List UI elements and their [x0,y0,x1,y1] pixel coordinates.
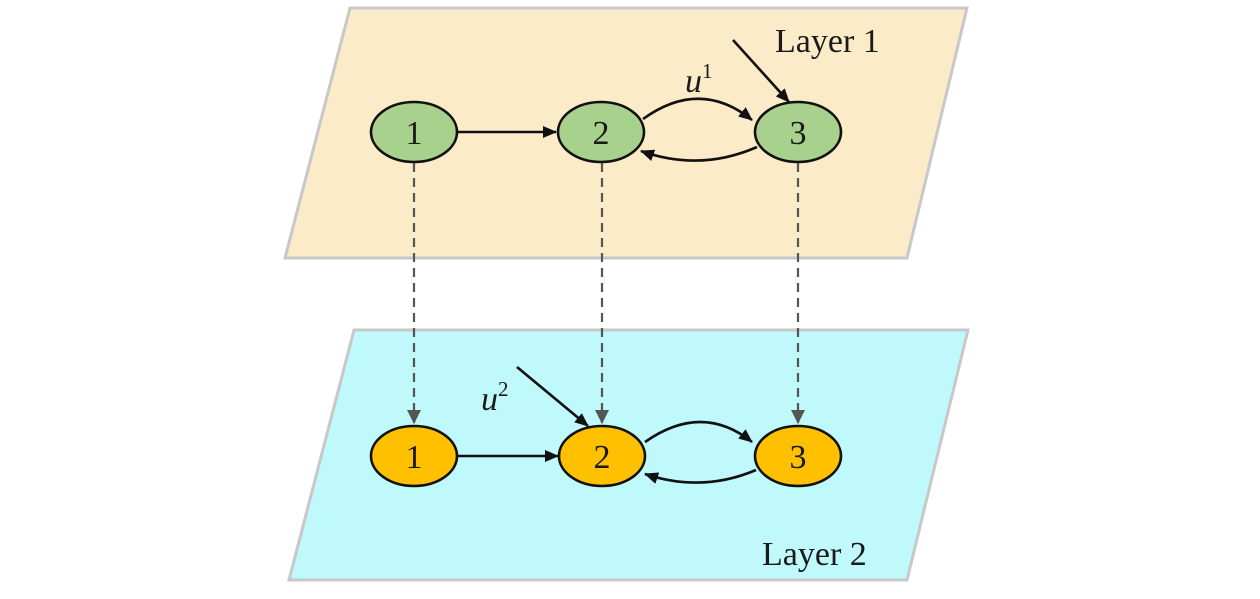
layer-2-node-3: 3 [753,424,843,488]
node-shape [369,424,459,488]
node-shape [369,100,459,164]
input-superscript: 2 [498,377,509,401]
layer-1-input-label: u1 [685,59,713,100]
layer-1-node-3: 3 [753,100,843,164]
layer-1-label: Layer 1 [775,23,880,60]
layer-2-edges [458,366,757,484]
node-label: 1 [406,115,423,152]
layer-2-nodes: 1 2 3 [369,424,843,488]
node-label: 2 [593,115,610,152]
layer-2-edge-3-to-2 [644,468,757,484]
layer-1-node-1: 1 [369,100,459,164]
layer-1-nodes: 1 2 3 [369,100,843,164]
interlayer-edges [407,163,805,424]
layer-2-input-label: u2 [481,377,509,418]
layer-1-input-arrow [732,39,790,103]
input-symbol: u [481,381,498,418]
layer-2-label: Layer 2 [762,536,867,573]
input-superscript: 1 [702,59,713,83]
node-shape [556,100,646,164]
node-label: 3 [790,115,807,152]
layer-2-edge-2-to-3 [644,420,753,444]
node-label: 2 [594,439,611,476]
layer-1-node-2: 2 [556,100,646,164]
node-label: 3 [790,439,807,476]
layer-1-edge-3-to-2 [640,145,758,162]
node-label: 1 [406,439,423,476]
layer-2-node-2: 2 [557,424,647,488]
input-symbol: u [685,63,702,100]
node-shape [753,100,843,164]
layer-2-node-1: 1 [369,424,459,488]
layer-1-edge-2-to-3 [642,97,753,122]
layer-1-edges [458,39,790,162]
node-shape [557,424,647,488]
layer-2-input-arrow [516,366,589,427]
node-shape [753,424,843,488]
